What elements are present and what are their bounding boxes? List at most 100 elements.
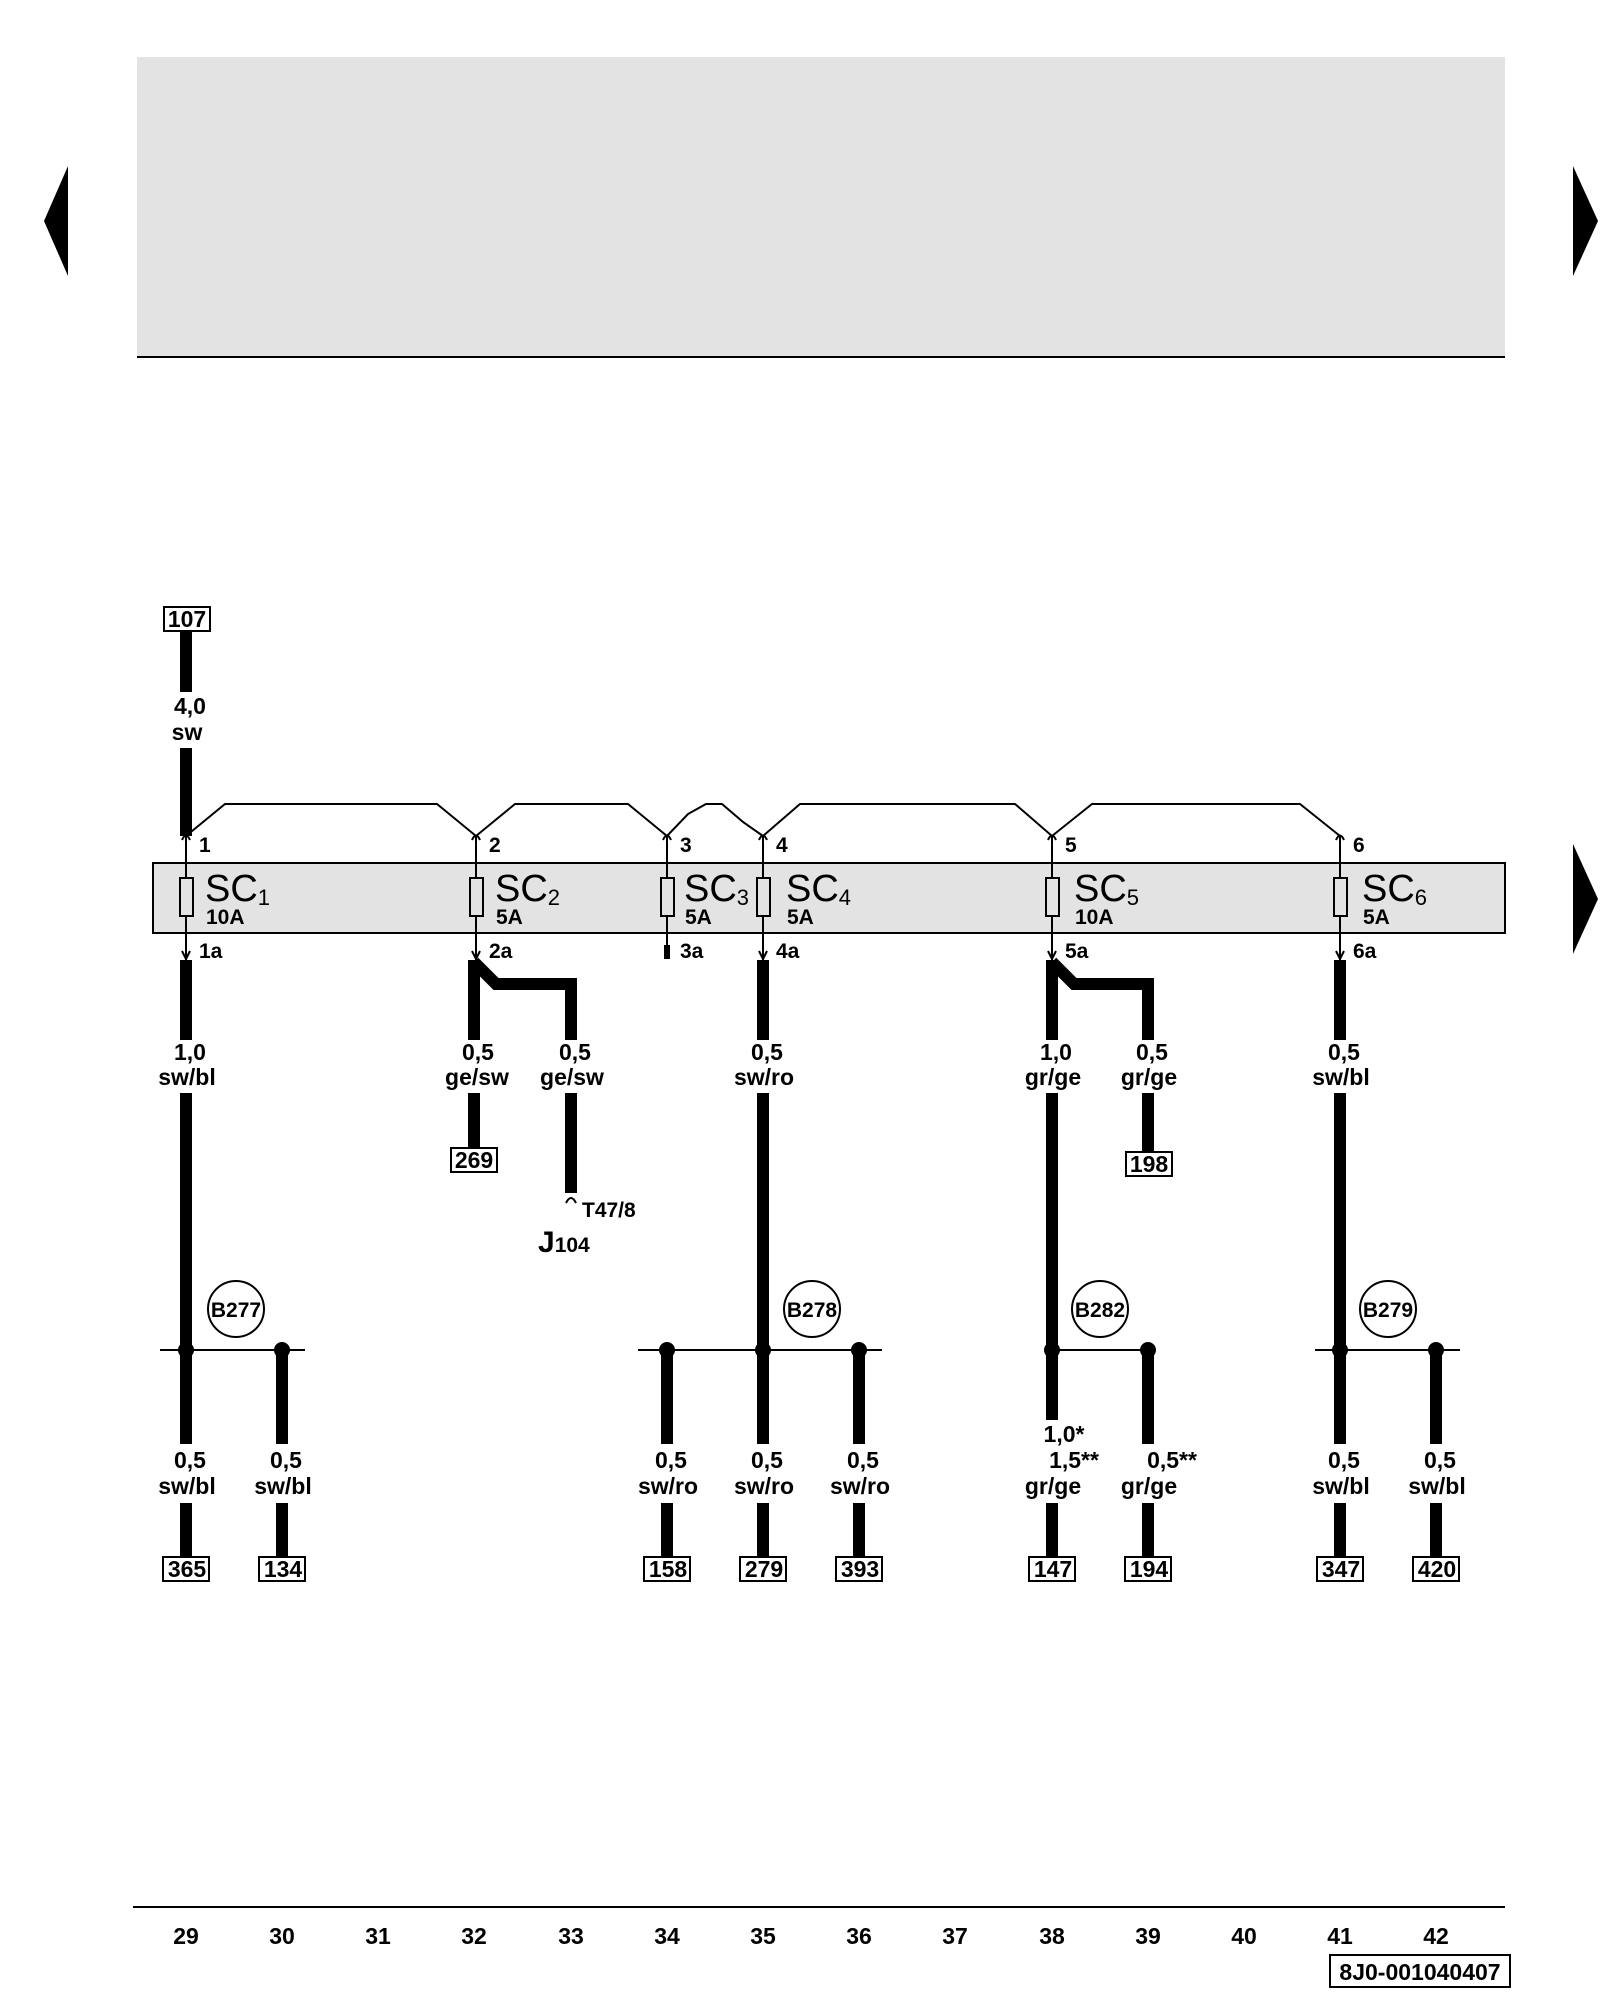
fuse-carrier-bar xyxy=(152,862,1506,934)
column-number: 30 xyxy=(269,1923,295,1949)
next-page-icon[interactable] xyxy=(1573,166,1598,276)
wire-ref: 279 xyxy=(745,1556,783,1582)
wire-gauge: 0,5 xyxy=(1424,1447,1456,1473)
wire-ref-box xyxy=(162,1556,210,1582)
fuse-input-pin: 5 xyxy=(1065,834,1077,857)
doc-id-box xyxy=(1329,1954,1511,1988)
feed-color: sw xyxy=(172,719,203,745)
column-number: 39 xyxy=(1135,1923,1161,1949)
bottom-wire: 0,5sw/ro 279 xyxy=(734,1350,794,1582)
fuse-symbol xyxy=(660,877,675,917)
fuse-sc5: 5 SC5 10A 5a xyxy=(1045,834,1139,963)
next-section-icon[interactable] xyxy=(1573,844,1598,954)
wire-gauge: 0,5 xyxy=(174,1447,206,1473)
wire-color: sw/ro xyxy=(734,1473,794,1499)
wire-gauge: 0,5 xyxy=(1136,1039,1168,1065)
fuse-sc1: 1 SC1 10A 1a xyxy=(179,834,270,963)
wire-gauge: 1,0 xyxy=(174,1039,206,1065)
wire-ref-box xyxy=(258,1556,306,1582)
feed-ref-box xyxy=(163,606,211,632)
wire-gauge: 0,5 xyxy=(751,1039,783,1065)
wire-color: gr/ge xyxy=(1025,1473,1081,1499)
wire-ref: 194 xyxy=(1130,1556,1169,1582)
fuse-label: SC4 xyxy=(786,868,851,910)
wire-gauge: 0,5 xyxy=(559,1039,591,1065)
wire-ref-box xyxy=(1412,1556,1460,1582)
fuse-sc4: 4 SC4 5A 4a xyxy=(756,834,851,963)
bottom-wire: 0,5sw/bl 420 xyxy=(1408,1350,1466,1582)
fuse-symbol xyxy=(179,877,194,917)
column-number: 31 xyxy=(365,1923,391,1949)
ground-label: B277 xyxy=(211,1299,261,1322)
wire-color: sw/bl xyxy=(158,1064,216,1090)
fuse-output-pin: 6a xyxy=(1353,940,1377,963)
fuse-symbol xyxy=(1045,877,1060,917)
fuse-rating: 5A xyxy=(685,906,712,929)
wire-color: sw/bl xyxy=(1408,1473,1466,1499)
column-number: 42 xyxy=(1423,1923,1449,1949)
wire-gauge: 0,5 xyxy=(1328,1039,1360,1065)
fuse-input-pin: 1 xyxy=(199,834,211,857)
wire-gauge: 0,5 xyxy=(462,1039,494,1065)
column-number: 29 xyxy=(173,1923,199,1949)
wire-color: sw/ro xyxy=(638,1473,698,1499)
bottom-wires: 0,5sw/bl3650,5sw/bl1340,5sw/ro1580,5sw/r… xyxy=(158,1350,1466,1582)
ground-label: B282 xyxy=(1075,1299,1125,1322)
wire-color: sw/ro xyxy=(830,1473,890,1499)
wire-gauge: 1,0 xyxy=(1040,1039,1072,1065)
wire-ref-box xyxy=(1028,1556,1076,1582)
wire-gauge: 1,0* xyxy=(1044,1421,1085,1447)
column-number: 40 xyxy=(1231,1923,1257,1949)
feed-gauge: 4,0 xyxy=(174,693,206,719)
fuse-input-pin: 6 xyxy=(1353,834,1365,857)
wire-gauge: 0,5 xyxy=(655,1447,687,1473)
column-number: 34 xyxy=(654,1923,680,1949)
wire-color: gr/ge xyxy=(1025,1064,1081,1090)
wire-ref: 158 xyxy=(649,1556,688,1582)
fuse-symbol xyxy=(756,877,771,917)
wire-ref: 420 xyxy=(1418,1556,1456,1582)
fuse-sc3: 3 SC3 5A 3a xyxy=(660,834,749,963)
fuse-label: SC2 xyxy=(495,868,560,910)
ground-label: B279 xyxy=(1363,1299,1413,1322)
column-number: 38 xyxy=(1039,1923,1065,1949)
fuse-label: SC1 xyxy=(205,868,270,910)
fuse-output-pin: 1a xyxy=(199,940,223,963)
wire-sc1-out: 1,0 sw/bl xyxy=(158,960,216,1348)
wire-ref: 198 xyxy=(1130,1151,1169,1177)
wire-ref: 269 xyxy=(455,1147,493,1173)
fuse-input-pin: 2 xyxy=(489,834,501,857)
fuse-input-pin: 3 xyxy=(680,834,692,857)
prev-page-icon[interactable] xyxy=(44,166,68,276)
wire-color: gr/ge xyxy=(1121,1064,1177,1090)
ground-point-b282: B282 xyxy=(1044,1280,1156,1358)
wire-gauge: 0,5 xyxy=(270,1447,302,1473)
column-number: 37 xyxy=(942,1923,968,1949)
wire-gauge: 0,5 xyxy=(1328,1447,1360,1473)
wire-sc2-out: 0,5 ge/sw 269 0,5 ge/sw T47/8 J104 xyxy=(445,957,636,1259)
connector-pin: T47/8 xyxy=(582,1199,636,1222)
fuse-label: SC3 xyxy=(684,868,749,910)
wire-color: sw/ro xyxy=(734,1064,794,1090)
wire-color: sw/bl xyxy=(1312,1064,1370,1090)
wire-gauge: 0,5 xyxy=(751,1447,783,1473)
wire-color: sw/bl xyxy=(158,1473,216,1499)
fuse-rating: 10A xyxy=(206,906,245,929)
fuse-output-pin: 2a xyxy=(489,940,513,963)
wire-ref: 147 xyxy=(1034,1556,1072,1582)
fuse-rating: 5A xyxy=(787,906,814,929)
fuse-label: SC5 xyxy=(1074,868,1139,910)
wire-ref: 347 xyxy=(1322,1556,1360,1582)
fuse-sc2: 2 SC2 5A 2a xyxy=(469,834,560,963)
fuse-symbol xyxy=(1333,877,1348,917)
wire-ref: 134 xyxy=(264,1556,303,1582)
wire-ref: 393 xyxy=(841,1556,879,1582)
wire-ref-box xyxy=(643,1556,691,1582)
fuse-rating: 10A xyxy=(1075,906,1114,929)
